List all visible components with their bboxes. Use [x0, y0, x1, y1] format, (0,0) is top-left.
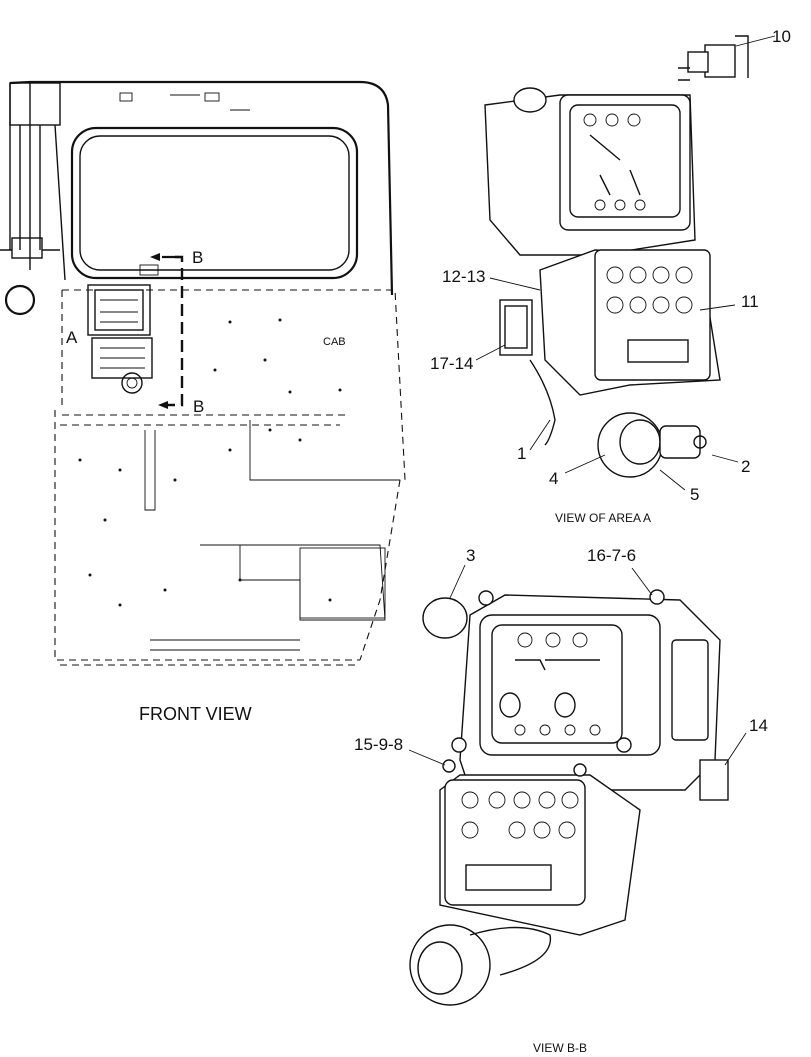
section-marker-b-top: B — [192, 248, 203, 267]
front-view-caption: FRONT VIEW — [139, 704, 252, 724]
front-view-drawing — [0, 80, 406, 666]
view-area-a-drawing — [475, 35, 776, 491]
callout-1: 1 — [517, 444, 526, 463]
callout-17-14: 17-14 — [430, 354, 473, 373]
section-marker-b-bottom: B — [193, 397, 204, 416]
callout-15-9-8: 15-9-8 — [354, 735, 403, 754]
callout-16-7-6: 16-7-6 — [587, 546, 636, 565]
callout-14: 14 — [749, 716, 768, 735]
cab-label: CAB — [323, 336, 346, 348]
area-marker-a: A — [66, 328, 78, 347]
callout-11: 11 — [741, 292, 759, 311]
view-b-b-caption: VIEW B-B — [533, 1041, 587, 1055]
callout-3: 3 — [466, 546, 475, 565]
view-area-a-caption: VIEW OF AREA A — [555, 511, 651, 525]
view-b-b-drawing — [408, 564, 747, 1006]
callout-10: 10 — [772, 27, 791, 46]
callout-4: 4 — [549, 469, 558, 488]
callout-2: 2 — [741, 457, 750, 476]
callout-5: 5 — [690, 485, 699, 504]
callout-12-13: 12-13 — [442, 267, 485, 286]
